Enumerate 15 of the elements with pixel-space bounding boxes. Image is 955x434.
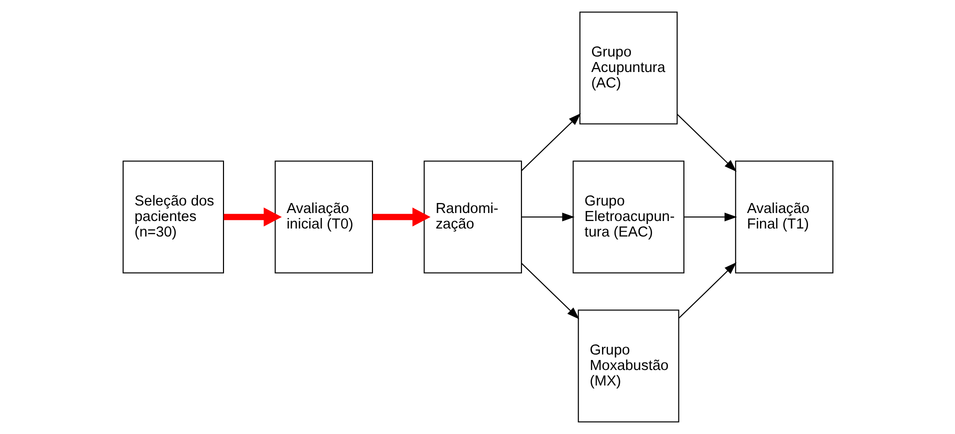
arrow	[520, 262, 579, 320]
arrow	[520, 113, 580, 172]
node-box: Avaliação Final (T1)	[734, 160, 833, 274]
arrow	[372, 208, 430, 226]
node-box: Avaliação inicial (T0)	[274, 160, 372, 274]
node-box: Randomi- zação	[423, 160, 522, 274]
arrow	[684, 212, 736, 222]
arrow	[676, 114, 736, 172]
arrow	[521, 212, 574, 222]
node-box: Seleção dos pacientes (n=30)	[122, 160, 224, 274]
node-box: Grupo Moxabustão (MX)	[577, 310, 679, 422]
arrow	[678, 262, 736, 318]
arrow	[223, 208, 282, 226]
node-box: Grupo Acupuntura (AC)	[578, 12, 678, 124]
node-box: Grupo Eletroacupun- tura (EAC)	[572, 160, 684, 274]
